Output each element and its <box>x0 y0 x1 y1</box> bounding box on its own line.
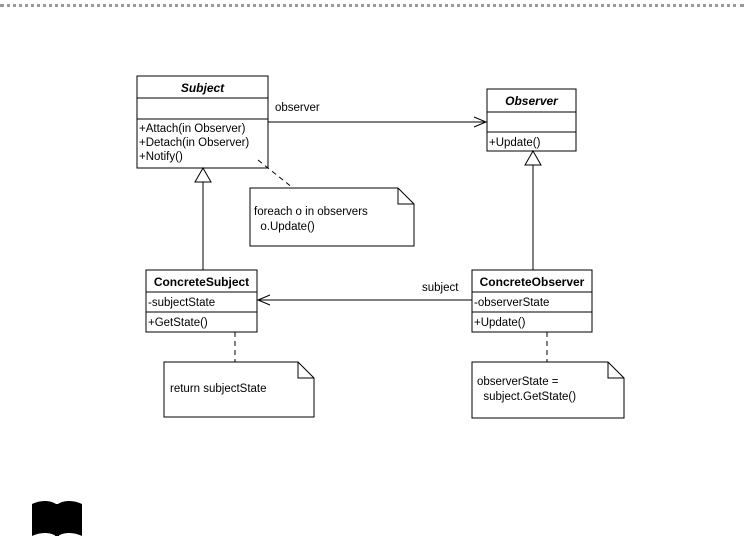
class-subject-name: Subject <box>181 81 225 95</box>
class-observer: Observer +Update() <box>486 88 577 152</box>
note-update-line: subject.GetState() <box>477 391 576 403</box>
class-concrete-subject-name: ConcreteSubject <box>154 275 249 289</box>
generalization-concretesubject-subject <box>194 166 212 270</box>
note-notify-line: o.Update() <box>254 221 315 233</box>
note-update-line: observerState = <box>477 376 559 388</box>
class-observer-name: Observer <box>505 94 559 108</box>
association-subject-label: subject <box>422 282 459 294</box>
note-getstate-line: return subjectState <box>170 383 267 395</box>
class-subject: Subject +Attach(in Observer) +Detach(in … <box>136 75 269 169</box>
note-update: observerState = subject.GetState() <box>471 332 625 419</box>
class-concrete-observer-attr: -observerState <box>474 297 549 309</box>
class-concrete-observer-name: ConcreteObserver <box>480 275 585 289</box>
generalization-concreteobserver-observer <box>524 149 542 270</box>
association-observer-label: observer <box>275 102 320 114</box>
class-concrete-subject-op: +GetState() <box>148 317 208 329</box>
class-concrete-subject: ConcreteSubject -subjectState +GetState(… <box>145 269 258 333</box>
association-subject-observer: observer <box>268 102 486 122</box>
note-notify-line: foreach o in observers <box>254 206 368 218</box>
note-notify: foreach o in observers o.Update() <box>249 159 415 247</box>
class-concrete-observer: ConcreteObserver -observerState +Update(… <box>471 269 593 333</box>
page-top-dotted-rule <box>0 4 744 7</box>
class-concrete-observer-op: +Update() <box>474 317 526 329</box>
note-getstate: return subjectState <box>163 332 315 418</box>
class-concrete-subject-attr: -subjectState <box>148 297 215 309</box>
class-observer-op: +Update() <box>489 137 541 149</box>
book-icon <box>32 501 82 536</box>
association-concreteobserver-concretesubject: subject <box>258 282 472 300</box>
class-subject-op: +Detach(in Observer) <box>139 137 249 149</box>
class-subject-op: +Notify() <box>139 151 183 163</box>
class-subject-op: +Attach(in Observer) <box>139 123 246 135</box>
